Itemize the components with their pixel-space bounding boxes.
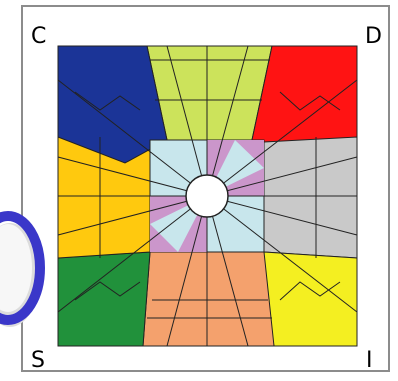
blue-ring-object-icon [0, 216, 40, 327]
corner-label-c: C [31, 26, 46, 48]
center-circle [186, 175, 228, 217]
corner-label-i: I [366, 350, 373, 372]
sector-right [264, 137, 357, 258]
corner-label-d: D [365, 26, 382, 48]
sector-bottom-left [58, 252, 150, 346]
corner-label-s: S [31, 350, 45, 372]
sector-bottom [143, 252, 274, 346]
